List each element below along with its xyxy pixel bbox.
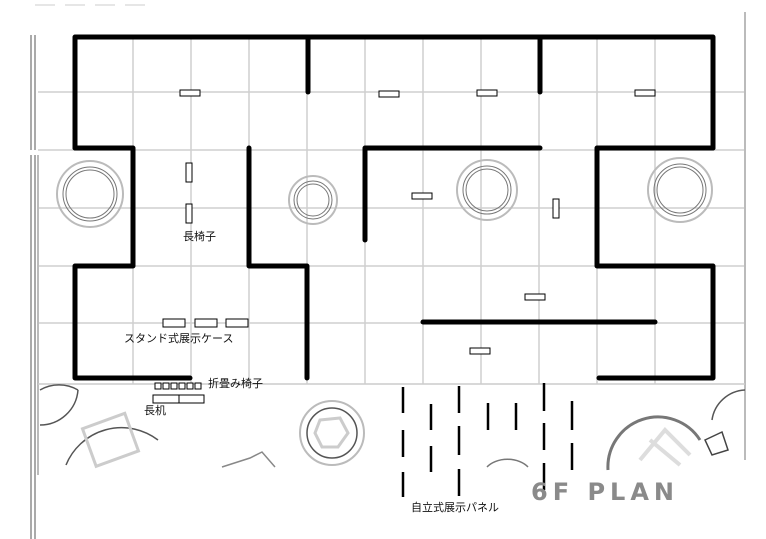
walls (72, 34, 716, 381)
panel-label: 自立式展示パネル (411, 501, 499, 514)
fixtures (39, 384, 746, 471)
stand-cases (162, 318, 249, 328)
stand-case-label: スタンド式展示ケース (124, 332, 234, 345)
folding-chair-label: 折畳み椅子 (208, 377, 263, 390)
long-desk (152, 394, 205, 404)
building-edges (30, 4, 746, 539)
long-desk-label: 長机 (144, 404, 166, 417)
folding-chairs (154, 382, 202, 390)
column-2 (288, 175, 338, 225)
column-3 (456, 159, 518, 221)
bench-label: 長椅子 (183, 230, 216, 243)
display-panels (401, 383, 574, 497)
column-4 (647, 157, 713, 223)
columns (56, 157, 713, 228)
benches (179, 89, 656, 355)
plan-title: 6F PLAN (531, 478, 679, 506)
column-1 (56, 160, 124, 228)
